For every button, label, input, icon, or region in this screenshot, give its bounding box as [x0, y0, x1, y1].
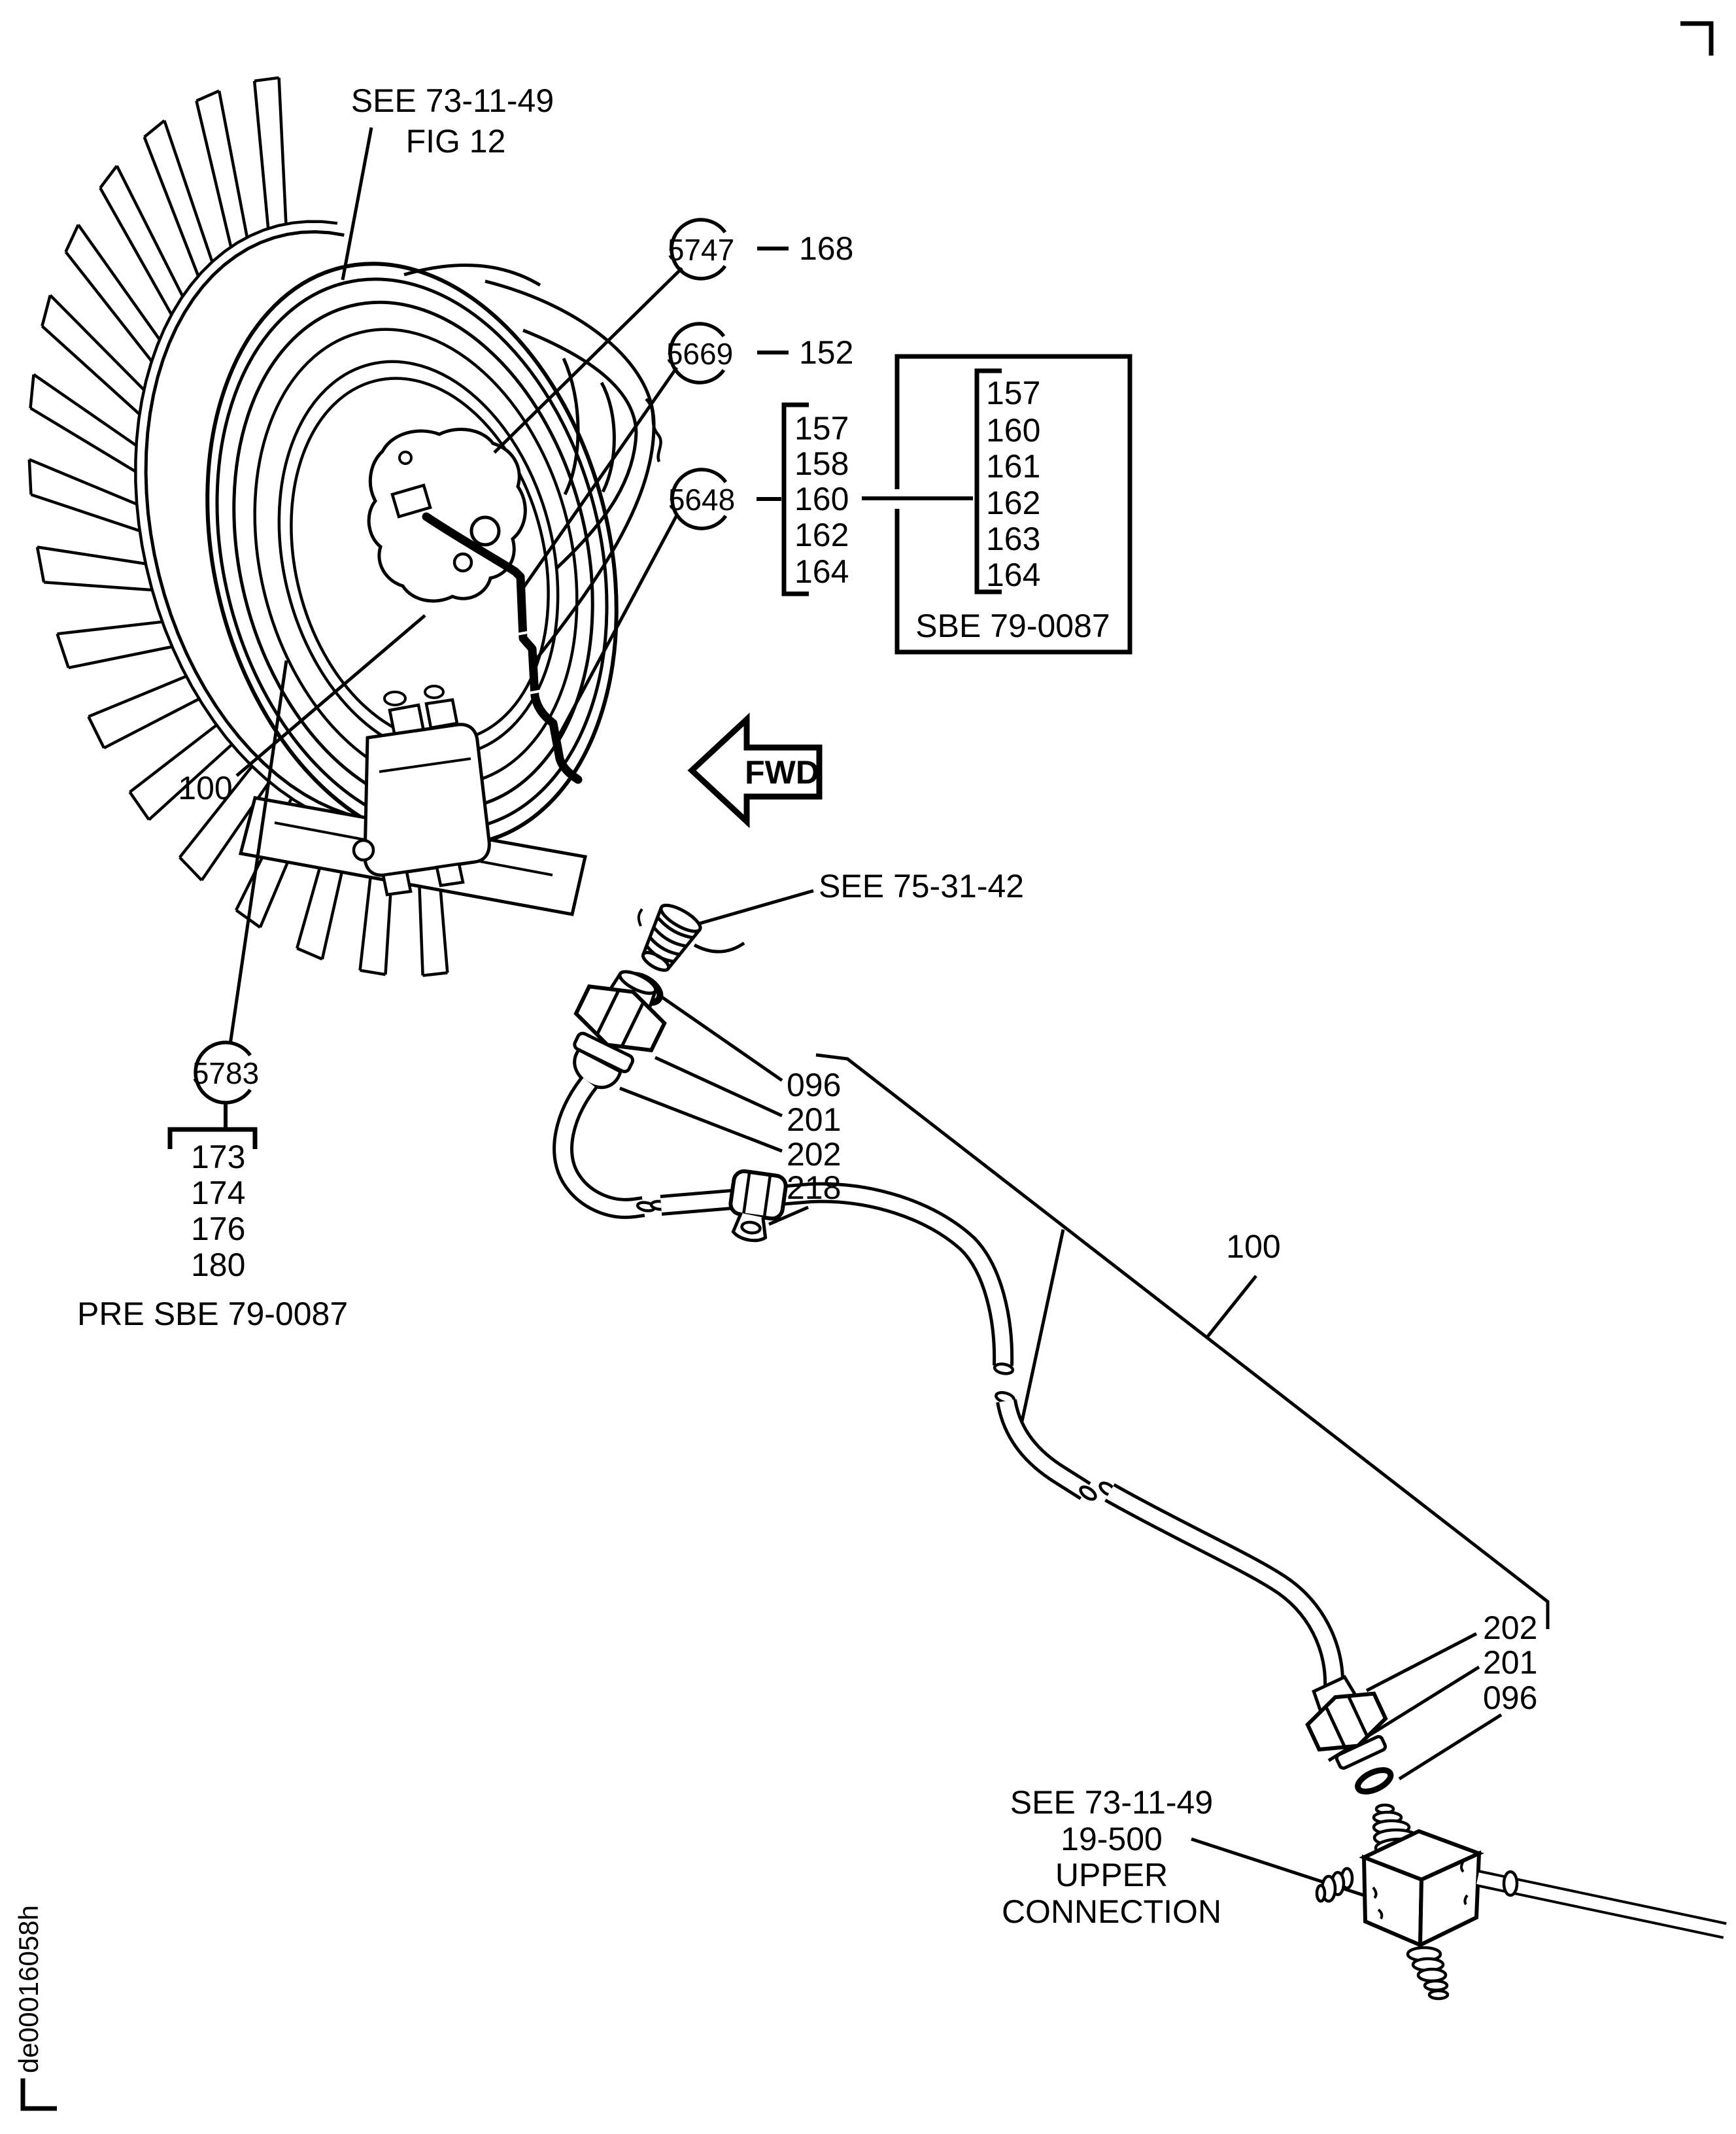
fan-cone	[403, 263, 662, 661]
corner-mark-top-right	[1680, 21, 1714, 56]
bracket-sbe	[974, 368, 1002, 594]
callout-5783-item-1: 174	[191, 1175, 245, 1211]
callout-5783-item-2: 176	[191, 1211, 245, 1247]
label-100-main: 100	[1226, 1228, 1280, 1265]
upper-valve-component	[367, 428, 527, 603]
union-nut-lower	[1305, 1675, 1394, 1795]
leader-fig12	[341, 127, 373, 281]
annotations: SEE 73-11-49 FIG 12 5747 168 5669 152 56…	[13, 21, 1714, 2111]
plug-tick	[637, 908, 643, 927]
sbe-item-1: 160	[986, 412, 1040, 449]
callout-5747-item: 168	[799, 230, 853, 267]
sbe-item-0: 157	[986, 375, 1040, 411]
oring-lower	[1355, 1767, 1394, 1795]
callout-5669: 5669 152	[666, 322, 853, 385]
sbe-effectivity-label: SBE 79-0087	[915, 608, 1110, 644]
leader-201-upper	[654, 1056, 783, 1118]
tube-segment-c	[995, 1391, 1097, 1501]
leader-5747	[493, 267, 683, 454]
upper-connection-ref: SEE 73-11-49 19-500 UPPER CONNECTION	[1002, 1784, 1221, 1930]
fwd-arrow-shape	[687, 712, 823, 829]
callout-5648-item-4: 164	[794, 553, 849, 590]
fwd-arrow: FWD	[687, 712, 823, 829]
label-201-upper: 201	[787, 1101, 841, 1138]
leader-5669	[520, 366, 679, 591]
leader-202-upper	[619, 1086, 783, 1153]
sbe-box: 157 160 161 162 163 164 SBE 79-0087	[862, 354, 1132, 655]
fwd-arrow-label: FWD	[745, 754, 819, 791]
bracket-5783	[167, 1127, 258, 1149]
leader-see-75-31-42	[694, 889, 814, 927]
threaded-plug	[641, 903, 702, 972]
tube-segment-a	[553, 1076, 656, 1219]
fan-sense-tube	[422, 512, 583, 784]
label-202-upper: 202	[787, 1136, 841, 1173]
label-100-fan: 100	[178, 770, 232, 806]
label-096-upper: 096	[787, 1067, 841, 1103]
upper-tube-assembly	[553, 903, 1097, 1501]
upper-connection-line4: CONNECTION	[1002, 1893, 1221, 1930]
leader-100-label	[1205, 1275, 1257, 1339]
tube-segment-b	[649, 1182, 1015, 1375]
callout-5648-item-1: 158	[794, 445, 849, 482]
tube-segment-d	[1098, 1481, 1345, 1688]
callout-5648: 5648 157 158 160 162 164	[668, 402, 849, 596]
callout-5747-number: 5747	[668, 233, 734, 267]
label-201-lower: 201	[1483, 1644, 1537, 1681]
callout-5783-item-3: 180	[191, 1247, 245, 1283]
sbe-item-4: 163	[986, 521, 1040, 557]
fan-module-drawing	[27, 76, 662, 977]
callout-5648-item-2: 160	[794, 481, 849, 517]
leader-5648	[555, 513, 679, 740]
drain-plug-ref: SEE 75-31-42	[819, 868, 1024, 904]
callout-5669-item: 152	[799, 334, 853, 371]
clamp-218	[728, 1169, 788, 1243]
doc-id: de00016058h	[13, 1905, 44, 2073]
union-nut-upper	[573, 970, 667, 1090]
callout-5783-item-0: 173	[191, 1139, 245, 1175]
sbe-item-3: 162	[986, 485, 1040, 521]
label-096-lower: 096	[1483, 1679, 1537, 1716]
leader-100-attach	[1019, 1229, 1065, 1425]
lower-tube-assembly	[1098, 1481, 1727, 2001]
sbe-item-5: 164	[986, 557, 1040, 593]
fan-figure-ref-line1: SEE 73-11-49	[351, 82, 554, 119]
callout-5648-number: 5648	[668, 483, 735, 517]
callout-5783: 5783 173 174 176 180 PRE SBE 79-0087	[77, 1041, 348, 1332]
corner-mark-bottom-left	[20, 2078, 57, 2111]
label-202-lower: 202	[1483, 1609, 1537, 1646]
leader-096-lower	[1398, 1713, 1503, 1781]
leader-5783	[228, 660, 288, 1045]
bracket-5648	[781, 402, 809, 596]
pre-sbe-effectivity-label: PRE SBE 79-0087	[77, 1296, 348, 1332]
callout-5648-item-0: 157	[794, 410, 849, 447]
upper-connection-line3: UPPER	[1055, 1857, 1168, 1893]
connection-block	[1315, 1803, 1727, 2001]
leader-096-upper	[659, 994, 783, 1082]
upper-connection-line2: 19-500	[1061, 1821, 1163, 1857]
leader-218	[768, 1205, 809, 1226]
callout-5783-number: 5783	[192, 1056, 259, 1090]
sbe-item-2: 161	[986, 448, 1040, 485]
lower-valve-component	[352, 685, 491, 897]
callout-5648-item-3: 162	[794, 517, 849, 553]
leader-100-fan	[235, 614, 426, 777]
leader-100-main	[815, 1053, 1550, 1629]
plug-swoosh	[693, 941, 745, 954]
fan-figure-ref-line2: FIG 12	[406, 123, 506, 160]
leader-202-lower	[1365, 1632, 1478, 1693]
callout-5669-number: 5669	[666, 337, 733, 371]
label-218-clamp: 218	[787, 1169, 841, 1206]
upper-connection-line1: SEE 73-11-49	[1010, 1784, 1213, 1821]
callout-5747: 5747 168	[668, 218, 853, 281]
